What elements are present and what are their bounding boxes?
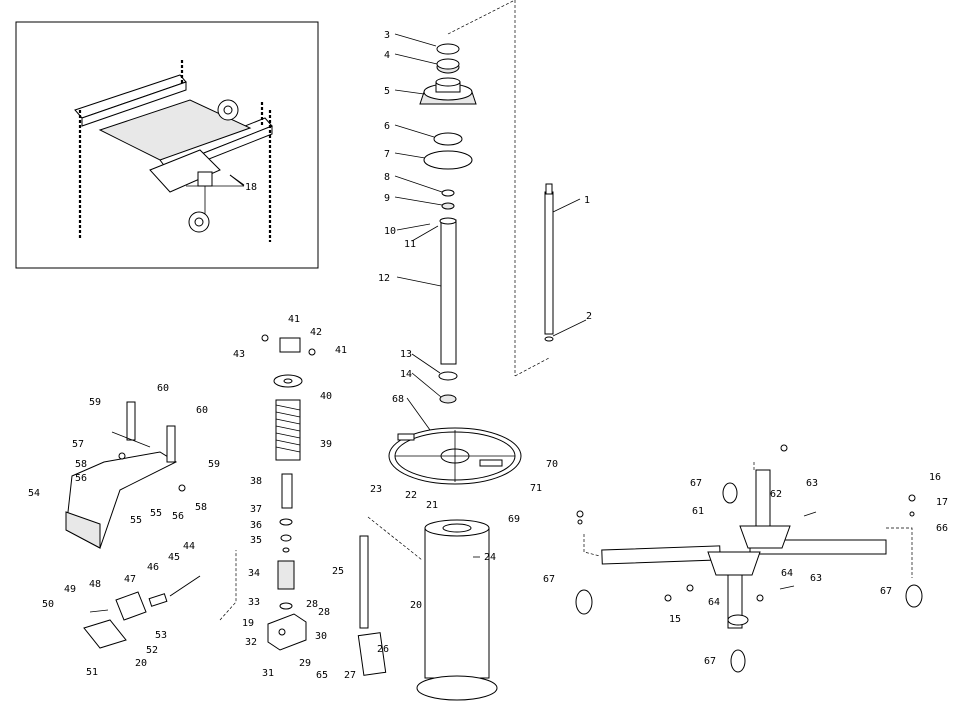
callout-7: 7 bbox=[384, 149, 390, 160]
callout-1: 1 bbox=[584, 195, 590, 206]
callout-65: 65 bbox=[316, 670, 328, 681]
callout-63a: 63 bbox=[806, 478, 818, 489]
callout-37: 37 bbox=[250, 504, 262, 515]
callout-35: 35 bbox=[250, 535, 262, 546]
callout-50: 50 bbox=[42, 599, 54, 610]
callout-3: 3 bbox=[384, 30, 390, 41]
callout-26: 26 bbox=[377, 644, 389, 655]
callout-51: 51 bbox=[86, 667, 98, 678]
callout-17: 17 bbox=[936, 497, 948, 508]
callout-63b: 63 bbox=[810, 573, 822, 584]
callout-54: 54 bbox=[28, 488, 40, 499]
callout-47: 47 bbox=[124, 574, 136, 585]
callout-64b: 64 bbox=[781, 568, 793, 579]
callout-67a: 67 bbox=[690, 478, 702, 489]
callout-12: 12 bbox=[378, 273, 390, 284]
cylinder-stack bbox=[419, 43, 477, 404]
callout-67c: 67 bbox=[880, 586, 892, 597]
callout-19: 19 bbox=[242, 618, 254, 629]
callout-67b: 67 bbox=[543, 574, 555, 585]
callout-39: 39 bbox=[320, 439, 332, 450]
callout-60b: 60 bbox=[196, 405, 208, 416]
callouts: 1 2 3 4 5 6 7 8 9 10 11 12 13 14 15 16 1… bbox=[28, 30, 948, 681]
callout-67d: 67 bbox=[704, 656, 716, 667]
callout-11: 11 bbox=[404, 239, 416, 250]
callout-55b: 55 bbox=[150, 508, 162, 519]
callout-4: 4 bbox=[384, 50, 390, 61]
callout-71: 71 bbox=[530, 483, 542, 494]
callout-58b: 58 bbox=[195, 502, 207, 513]
callout-28a: 28 bbox=[306, 599, 318, 610]
callout-60a: 60 bbox=[157, 383, 169, 394]
callout-68: 68 bbox=[392, 394, 404, 405]
callout-33: 33 bbox=[248, 597, 260, 608]
caster-base bbox=[575, 444, 923, 673]
callout-49: 49 bbox=[64, 584, 76, 595]
callout-48: 48 bbox=[89, 579, 101, 590]
callout-14: 14 bbox=[400, 369, 412, 380]
callout-43: 43 bbox=[233, 349, 245, 360]
callout-30: 30 bbox=[315, 631, 327, 642]
callout-15: 15 bbox=[669, 614, 681, 625]
callout-29: 29 bbox=[299, 658, 311, 669]
callout-38: 38 bbox=[250, 476, 262, 487]
callout-53: 53 bbox=[155, 630, 167, 641]
main-cylinder bbox=[416, 519, 498, 701]
callout-31: 31 bbox=[262, 668, 274, 679]
callout-28b: 28 bbox=[318, 607, 330, 618]
callout-59b: 59 bbox=[208, 459, 220, 470]
callout-16: 16 bbox=[929, 472, 941, 483]
pedal-assembly bbox=[65, 401, 201, 649]
callout-8: 8 bbox=[384, 172, 390, 183]
callout-27: 27 bbox=[344, 670, 356, 681]
callout-6: 6 bbox=[384, 121, 390, 132]
callout-42: 42 bbox=[310, 327, 322, 338]
callout-40: 40 bbox=[320, 391, 332, 402]
callout-10: 10 bbox=[384, 226, 396, 237]
callout-41a: 41 bbox=[288, 314, 300, 325]
callout-23: 23 bbox=[370, 484, 382, 495]
callout-64a: 64 bbox=[708, 597, 720, 608]
callout-66: 66 bbox=[936, 523, 948, 534]
callout-58a: 58 bbox=[75, 459, 87, 470]
callout-20a: 20 bbox=[135, 658, 147, 669]
callout-70: 70 bbox=[546, 459, 558, 470]
callout-56a: 56 bbox=[75, 473, 87, 484]
callout-44: 44 bbox=[183, 541, 195, 552]
callout-46: 46 bbox=[147, 562, 159, 573]
callout-57: 57 bbox=[72, 439, 84, 450]
callout-55a: 55 bbox=[130, 515, 142, 526]
callout-59a: 59 bbox=[89, 397, 101, 408]
handwheel bbox=[388, 427, 522, 485]
callout-21: 21 bbox=[426, 500, 438, 511]
callout-22: 22 bbox=[405, 490, 417, 501]
callout-45: 45 bbox=[168, 552, 180, 563]
callout-13: 13 bbox=[400, 349, 412, 360]
callout-36: 36 bbox=[250, 520, 262, 531]
callout-25: 25 bbox=[332, 566, 344, 577]
callout-18: 18 bbox=[245, 182, 257, 193]
callout-24: 24 bbox=[484, 552, 496, 563]
callout-32: 32 bbox=[245, 637, 257, 648]
callout-2: 2 bbox=[586, 311, 592, 322]
callout-52: 52 bbox=[146, 645, 158, 656]
rod-assembly bbox=[544, 183, 554, 342]
callout-69: 69 bbox=[508, 514, 520, 525]
callout-20b: 20 bbox=[410, 600, 422, 611]
pump-stack bbox=[261, 334, 316, 651]
callout-62: 62 bbox=[770, 489, 782, 500]
callout-34: 34 bbox=[248, 568, 260, 579]
leader-lines bbox=[186, 33, 587, 558]
callout-41b: 41 bbox=[335, 345, 347, 356]
callout-56b: 56 bbox=[172, 511, 184, 522]
callout-5: 5 bbox=[384, 86, 390, 97]
inset-saddle-assembly bbox=[15, 21, 319, 269]
callout-9: 9 bbox=[384, 193, 390, 204]
spring-39 bbox=[275, 399, 301, 461]
inset-frame bbox=[15, 21, 319, 269]
callout-61: 61 bbox=[692, 506, 704, 517]
